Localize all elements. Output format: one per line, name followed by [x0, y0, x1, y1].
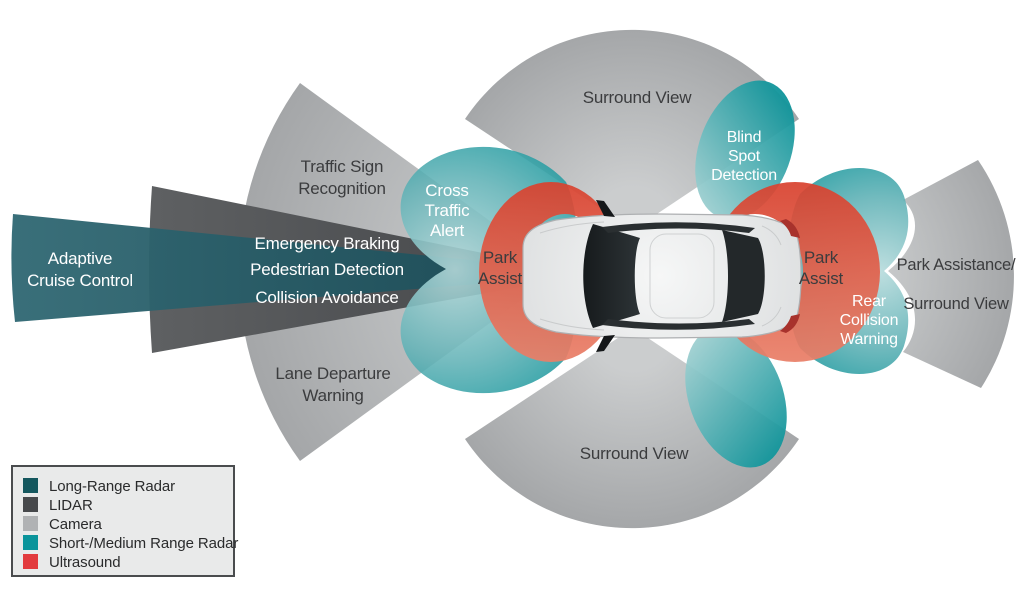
legend-swatch-lidar [23, 497, 38, 512]
zone-surround-view-top [465, 29, 799, 231]
label-blind-spot-detection: Blind [727, 129, 762, 146]
zone-blind-spot-bottom [685, 326, 787, 468]
legend: Long-Range Radar LIDAR Camera Short-/Med… [11, 465, 238, 577]
car-top-view [522, 200, 802, 352]
legend-swatch-short-medium-radar [23, 535, 38, 550]
zone-adaptive-cruise-control [11, 214, 550, 322]
label-park-assist-front: Park [483, 248, 518, 267]
label-park-assistance-surround-view: Park Assistance/ [897, 256, 1016, 274]
label-blind-spot-detection: Detection [711, 167, 777, 184]
legend-label-long-range-radar: Long-Range Radar [49, 478, 175, 495]
legend-swatch-ultrasound [23, 554, 38, 569]
car-hood-lines [539, 221, 782, 331]
legend-swatch-camera [23, 516, 38, 531]
label-emergency-braking: Emergency Braking [255, 234, 400, 253]
label-park-assist-rear: Park [804, 248, 839, 267]
legend-label-camera: Camera [49, 516, 103, 533]
zone-park-assist-front [479, 182, 623, 362]
car-taillight-top [780, 219, 800, 238]
label-adaptive-cruise-control: Cruise Control [27, 271, 133, 290]
label-pedestrian-detection: Pedestrian Detection [250, 260, 404, 279]
zone-park-assist-rear [707, 182, 880, 362]
legend-box [11, 465, 235, 577]
legend-swatch-long-range-radar [23, 478, 38, 493]
zone-rear-camera [888, 160, 1014, 388]
label-traffic-sign-recognition: Recognition [298, 179, 386, 198]
car-side-window-bottom [602, 319, 755, 330]
label-surround-view-top: Surround View [583, 88, 693, 107]
label-cross-traffic-alert: Alert [430, 221, 464, 240]
label-park-assist-front: Assist [478, 269, 523, 288]
label-traffic-sign-recognition: Traffic Sign [301, 157, 384, 176]
label-rear-collision-warning: Collision [840, 312, 899, 329]
label-rear-collision-warning: Rear [852, 293, 887, 310]
car-mirror-bottom [596, 335, 615, 352]
car-taillight-bottom [780, 314, 800, 333]
label-blind-spot-detection: Spot [728, 148, 761, 165]
legend-label-lidar: LIDAR [49, 497, 93, 514]
car-sunroof [649, 233, 715, 319]
car-mirror-top [596, 200, 615, 217]
label-lane-departure-warning: Lane Departure [275, 364, 390, 383]
label-lane-departure-warning: Warning [302, 386, 363, 405]
legend-label-short-medium-radar: Short-/Medium Range Radar [49, 535, 238, 552]
label-surround-view-bottom: Surround View [580, 444, 690, 463]
car-rear-window [722, 230, 765, 322]
label-cross-traffic-alert: Cross [425, 181, 468, 200]
car-side-window-top [602, 222, 755, 233]
zone-surround-view-bottom [465, 328, 799, 529]
car-windshield [583, 224, 640, 328]
legend-label-ultrasound: Ultrasound [49, 554, 121, 571]
label-rear-collision-warning: Warning [840, 331, 898, 348]
ultrasound-zones [479, 182, 880, 362]
label-park-assist-rear: Assist [799, 269, 844, 288]
zone-labels: Adaptive Cruise Control Emergency Brakin… [27, 88, 1016, 463]
label-collision-avoidance: Collision Avoidance [255, 288, 398, 307]
zone-blind-spot-top [695, 80, 795, 220]
label-park-assistance-surround-view: Surround View [903, 295, 1009, 313]
label-cross-traffic-alert: Traffic [425, 201, 471, 220]
label-adaptive-cruise-control: Adaptive [48, 249, 113, 268]
